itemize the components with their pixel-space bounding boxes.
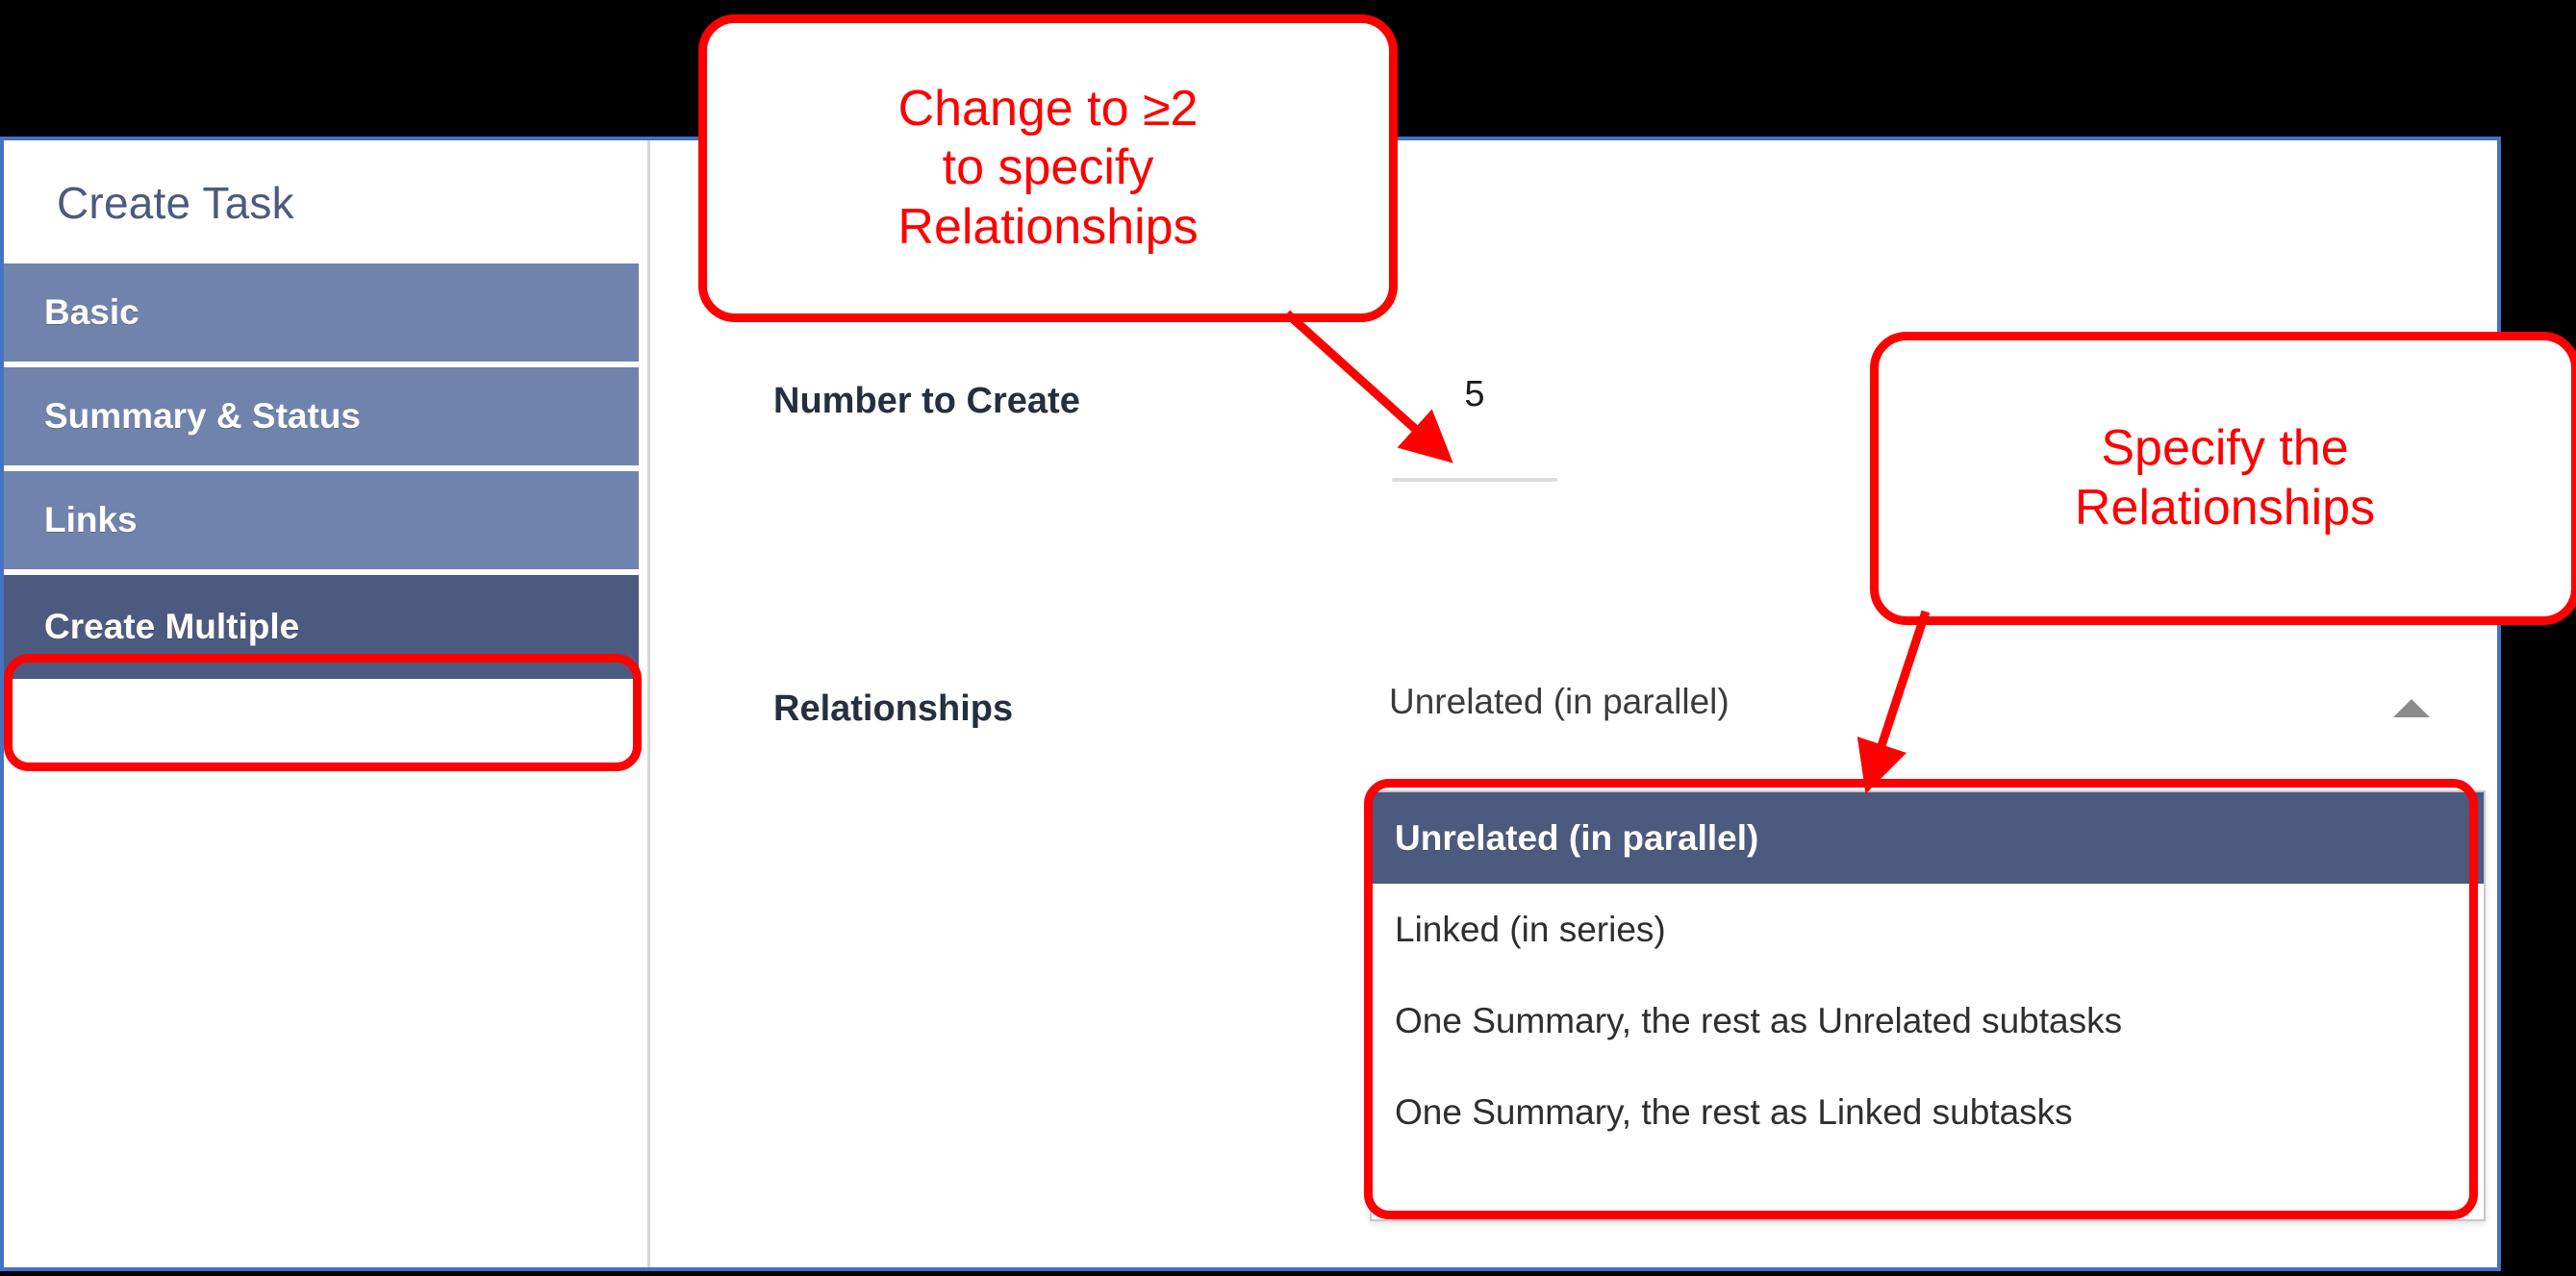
sidebar-item-label: Basic xyxy=(44,292,139,332)
dropdown-option-label: One Summary, the rest as Unrelated subta… xyxy=(1395,1000,2123,1040)
callout-specify-relationships: Specify the Relationships xyxy=(1870,332,2576,625)
dropdown-option[interactable]: One Summary, the rest as Unrelated subta… xyxy=(1372,975,2484,1066)
sidebar-item-create-multiple[interactable]: Create Multiple xyxy=(4,575,639,679)
nav-list: Basic Summary & Status Links Create Mult… xyxy=(4,263,639,679)
dropdown-option[interactable]: One Summary, the rest as Linked subtasks xyxy=(1372,1066,2484,1158)
callout-line: Change to ≥2 xyxy=(897,80,1199,137)
create-task-window: Create Task Basic Summary & Status Links… xyxy=(0,137,2501,1271)
number-to-create-value[interactable]: 5 xyxy=(1464,374,1485,414)
triangle-up-icon[interactable] xyxy=(2393,699,2430,717)
page-title: Create Task xyxy=(57,178,294,228)
callout-line: Relationships xyxy=(897,198,1199,255)
relationships-selected-value: Unrelated (in parallel) xyxy=(1389,682,1730,721)
relationships-dropdown-list[interactable]: Unrelated (in parallel) Linked (in serie… xyxy=(1370,790,2486,1221)
sidebar-item-label: Summary & Status xyxy=(44,396,361,436)
dropdown-option[interactable]: Linked (in series) xyxy=(1372,884,2484,975)
sidebar-item-label: Links xyxy=(44,500,138,539)
callout-line: Relationships xyxy=(2074,479,2376,536)
callout-change-number: Change to ≥2 to specify Relationships xyxy=(698,14,1398,322)
form-area: Number to Create 5 Relationships Unrelat… xyxy=(650,140,2497,1267)
left-nav-panel: Create Task Basic Summary & Status Links… xyxy=(4,140,650,1267)
dropdown-option[interactable]: Unrelated (in parallel) xyxy=(1372,792,2484,884)
dropdown-option-label: One Summary, the rest as Linked subtasks xyxy=(1395,1091,2073,1132)
dropdown-option-label: Linked (in series) xyxy=(1395,909,1666,949)
number-to-create-label: Number to Create xyxy=(773,381,1080,421)
number-to-create-field[interactable]: 5 xyxy=(1389,376,1560,482)
sidebar-item-label: Create Multiple xyxy=(44,607,300,646)
sidebar-item-links[interactable]: Links xyxy=(4,471,639,575)
callout-line: Specify the xyxy=(2101,420,2349,477)
relationships-label: Relationships xyxy=(773,688,1014,729)
sidebar-item-summary-status[interactable]: Summary & Status xyxy=(4,367,639,471)
dropdown-option-label: Unrelated (in parallel) xyxy=(1395,817,1759,858)
relationships-select[interactable]: Unrelated (in parallel) xyxy=(1372,682,2483,741)
input-underline xyxy=(1392,478,1557,482)
callout-line: to specify xyxy=(942,139,1154,196)
sidebar-item-basic[interactable]: Basic xyxy=(4,263,639,367)
